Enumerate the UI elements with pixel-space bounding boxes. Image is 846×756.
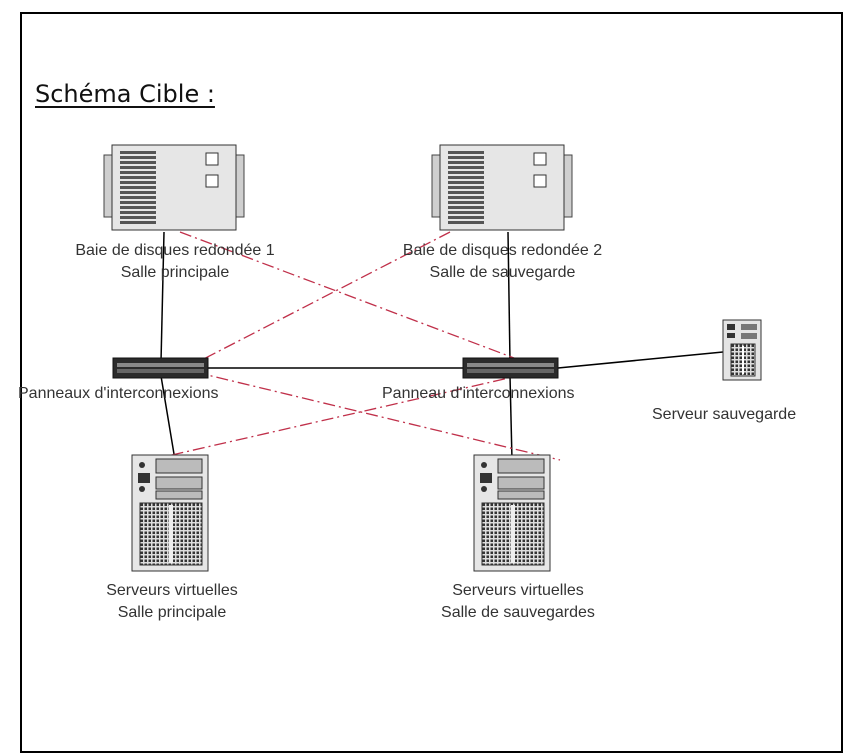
- link-panel2-vserver2: [509, 375, 513, 461]
- bay-1-label-line1: Baie de disques redondée 1: [75, 242, 275, 259]
- link-bay2-panel1: [189, 231, 451, 367]
- storage-bay-1-icon: [103, 144, 245, 231]
- patch-panel-1-icon: [112, 357, 209, 379]
- link-bay1-panel1: [160, 231, 165, 363]
- vserver-2-label-line1: Serveurs virtuelles: [452, 582, 584, 599]
- vserver-2-label: Serveurs virtuelles Salle de sauvegardes: [408, 580, 628, 624]
- diagram-frame: [20, 12, 843, 753]
- vserver-1-label-line1: Serveurs virtuelles: [106, 582, 238, 599]
- diagram-title: Schéma Cible :: [35, 80, 215, 108]
- panel-2-label: Panneau d'interconnexions: [382, 385, 575, 402]
- redundant-links: [149, 231, 561, 461]
- storage-bay-2-icon: [431, 144, 573, 231]
- link-bay2-panel2: [507, 231, 511, 363]
- patch-panel-2-icon: [462, 357, 559, 379]
- panel-1-label: Panneaux d'interconnexions: [18, 385, 219, 402]
- virtual-server-2-icon: [473, 454, 551, 572]
- link-bay1-panel2: [179, 231, 531, 365]
- vserver-1-label: Serveurs virtuelles Salle principale: [72, 580, 272, 624]
- vserver-1-label-line2: Salle principale: [117, 604, 227, 621]
- bay-2-label-line2: Salle de sauvegarde: [429, 264, 576, 281]
- vserver-2-label-line2: Salle de sauvegardes: [441, 604, 595, 621]
- primary-links: [160, 231, 724, 461]
- link-panel1-vserver1: [160, 375, 176, 461]
- backup-server-label: Serveur sauvegarde: [652, 406, 797, 423]
- bay-1-label: Baie de disques redondée 1 Salle princip…: [40, 240, 310, 284]
- backup-server-icon: [722, 319, 762, 381]
- bay-1-label-line2: Salle principale: [120, 264, 230, 281]
- link-panel2-backup: [557, 351, 724, 369]
- bay-2-label-line1: Baie de disques redondée 2: [402, 242, 603, 259]
- bay-2-label: Baie de disques redondée 2 Salle de sauv…: [365, 240, 640, 284]
- link-panel1-vserver2: [194, 371, 561, 461]
- virtual-server-1-icon: [131, 454, 209, 572]
